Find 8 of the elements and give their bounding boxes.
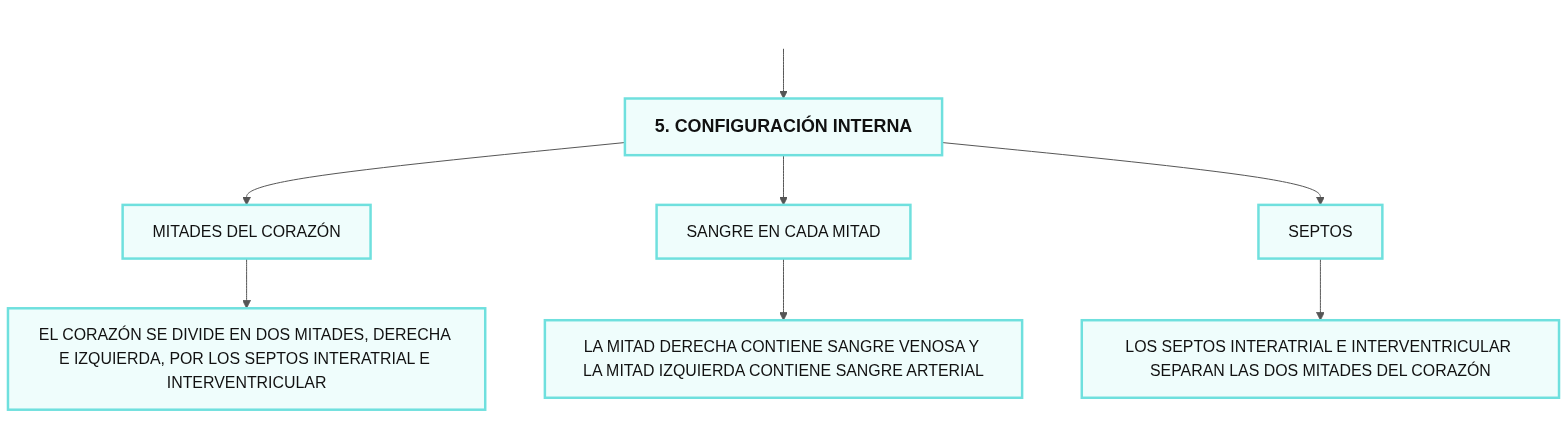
node-box: 5. CONFIGURACIÓN INTERNA bbox=[623, 97, 944, 157]
node-box: LA MITAD DERECHA CONTIENE SANGRE VENOSA Y LA MITAD IZQUIERDA CONTIENE SANGRE ARTERIAL bbox=[543, 319, 1024, 400]
node-box: LOS SEPTOS INTERATRIAL E INTERVENTRICULAR SEPARAN LAS DOS MITADES DEL CORAZÓN bbox=[1080, 319, 1561, 400]
node-box: MITADES DEL CORAZÓN bbox=[121, 203, 372, 260]
node-box: SANGRE EN CADA MITAD bbox=[655, 203, 912, 260]
node-box: SEPTOS bbox=[1257, 203, 1384, 260]
node-box: EL CORAZÓN SE DIVIDE EN DOS MITADES, DERECHA E IZQUIERDA, POR LOS SEPTOS INTERATRIAL E INTERVENTRICULAR bbox=[6, 307, 487, 412]
arrow bbox=[242, 258, 251, 309]
